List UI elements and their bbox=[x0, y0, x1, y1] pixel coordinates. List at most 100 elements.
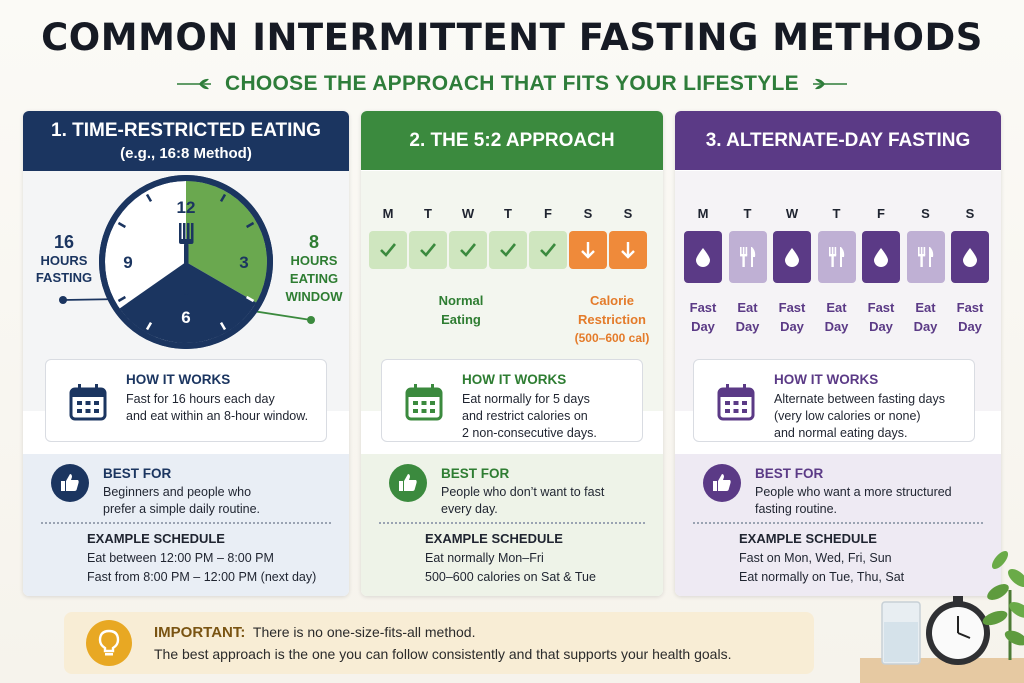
check-icon bbox=[460, 243, 477, 257]
best-for-text: Beginners and people who prefer a simple… bbox=[103, 485, 261, 516]
how-it-works-box: HOW IT WORKS Eat normally for 5 days and… bbox=[381, 359, 643, 442]
day-label: T bbox=[504, 206, 512, 221]
eat-day-box bbox=[728, 231, 767, 283]
card-header: 3. ALTERNATE-DAY FASTING bbox=[675, 111, 1001, 170]
normal-day-box bbox=[369, 231, 407, 269]
how-it-works-box: HOW IT WORKS Alternate between fasting d… bbox=[693, 359, 975, 442]
calorie-restriction-note: Calorie Restriction (500–600 cal) bbox=[557, 291, 663, 348]
thumbs-up-icon bbox=[703, 464, 741, 502]
divider bbox=[379, 522, 645, 524]
card-heading: 2. THE 5:2 APPROACH bbox=[409, 129, 615, 151]
fork-knife-icon bbox=[828, 247, 844, 267]
day-type-label: Fast Day bbox=[867, 300, 895, 334]
clock-tick bbox=[145, 193, 153, 203]
restriction-day-box bbox=[609, 231, 647, 269]
clock-tick bbox=[245, 295, 255, 303]
example-schedule-label: EXAMPLE SCHEDULE bbox=[87, 531, 225, 546]
day-type-label: Fast Day bbox=[778, 300, 806, 334]
fast-day-box bbox=[773, 231, 811, 283]
method-card-alternate-day: 3. ALTERNATE-DAY FASTING M Fast Day T Eat D… bbox=[675, 111, 1001, 596]
how-it-works-text: Alternate between fasting days (very low… bbox=[774, 392, 945, 440]
day-type-label: Eat Day bbox=[913, 300, 938, 334]
restriction-day-box bbox=[569, 231, 607, 269]
day-label: F bbox=[877, 206, 885, 221]
clock-number: 9 bbox=[123, 253, 132, 272]
card-header: 1. TIME-RESTRICTED EATING (e.g., 16:8 Me… bbox=[23, 111, 349, 171]
thumbs-up-icon bbox=[51, 464, 89, 502]
how-it-works-box: HOW IT WORKS Fast for 16 hours each day … bbox=[45, 359, 327, 442]
alarm-clock-icon bbox=[926, 596, 990, 665]
day-label: M bbox=[697, 206, 709, 221]
card-heading: 3. ALTERNATE-DAY FASTING bbox=[705, 129, 971, 151]
normal-day-box bbox=[489, 231, 527, 269]
lightbulb-icon bbox=[86, 620, 132, 666]
leaf-icon bbox=[176, 79, 211, 90]
clock-tick bbox=[219, 321, 227, 331]
calendar-icon bbox=[69, 384, 107, 421]
card-header: 2. THE 5:2 APPROACH bbox=[361, 111, 663, 170]
example-schedule-text: Eat between 12:00 PM – 8:00 PM Fast from… bbox=[87, 551, 317, 584]
clock-tick bbox=[245, 221, 255, 229]
down-arrow-icon bbox=[621, 242, 635, 259]
day-type-label: Eat Day bbox=[735, 300, 760, 334]
fasting-number: 16 bbox=[53, 232, 75, 252]
check-icon bbox=[540, 243, 557, 257]
leaf-icon bbox=[813, 79, 848, 90]
card-heading: 1. TIME-RESTRICTED EATING bbox=[51, 120, 321, 141]
thumbs-up-icon bbox=[389, 464, 427, 502]
day-label: S bbox=[965, 206, 975, 221]
divider bbox=[693, 522, 983, 524]
fasting-text: HOURS FASTING bbox=[35, 253, 93, 285]
fast-day-box bbox=[862, 231, 900, 283]
how-it-works-text: Fast for 16 hours each day and eat withi… bbox=[126, 392, 309, 423]
eating-label: 8 HOURS EATING WINDOW bbox=[279, 233, 349, 306]
fast-day-box bbox=[951, 231, 989, 283]
how-it-works-text: Eat normally for 5 days and restrict cal… bbox=[462, 392, 597, 440]
down-arrow-icon bbox=[581, 242, 595, 259]
method-card-time-restricted: 1. TIME-RESTRICTED EATING (e.g., 16:8 Me… bbox=[23, 111, 349, 596]
best-for-section: BEST FOR People who want a more structur… bbox=[675, 454, 1001, 596]
best-for-section: BEST FOR People who don’t want to fast e… bbox=[361, 454, 663, 596]
day-label: S bbox=[623, 206, 633, 221]
desk-decoration bbox=[860, 550, 1024, 683]
card-subheading: (e.g., 16:8 Method) bbox=[120, 145, 252, 162]
clock-number: 3 bbox=[239, 253, 248, 272]
best-for-text: People who want a more structured fastin… bbox=[755, 485, 952, 516]
best-for-text: People who don’t want to fast every day. bbox=[441, 485, 605, 516]
normal-day-box bbox=[529, 231, 567, 269]
clock-visual: 12 3 6 9 16 HOURS FASTING 8 HOURS EATING… bbox=[23, 171, 349, 411]
day-label: F bbox=[544, 206, 552, 221]
example-schedule-text: Fast on Mon, Wed, Fri, Sun Eat normally … bbox=[739, 551, 905, 584]
day-label: W bbox=[461, 206, 475, 221]
clock-tick bbox=[145, 321, 153, 331]
water-drop-icon bbox=[696, 248, 710, 267]
important-line-1: IMPORTANT: There is no one-size-fits-all… bbox=[154, 624, 475, 641]
eating-number: 8 bbox=[308, 232, 319, 252]
clock-tick bbox=[117, 295, 127, 303]
clock-tick bbox=[117, 221, 127, 229]
calendar-icon bbox=[717, 384, 755, 421]
fork-icon bbox=[179, 223, 194, 295]
eating-text: HOURS EATING WINDOW bbox=[285, 253, 343, 304]
how-it-works-label: HOW IT WORKS bbox=[126, 372, 231, 387]
day-label: M bbox=[382, 206, 394, 221]
clock-icon: 12 3 6 9 bbox=[59, 175, 315, 349]
day-label: T bbox=[743, 206, 752, 221]
water-glass-icon bbox=[881, 601, 921, 665]
restriction-sub: (500–600 cal) bbox=[574, 331, 650, 345]
clock-number: 12 bbox=[177, 198, 196, 217]
calendar-icon bbox=[405, 384, 443, 421]
check-icon bbox=[420, 243, 437, 257]
water-drop-icon bbox=[874, 248, 888, 267]
clock-number: 6 bbox=[181, 308, 190, 327]
normal-day-box bbox=[449, 231, 487, 269]
how-it-works-label: HOW IT WORKS bbox=[774, 372, 879, 387]
page-title: COMMON INTERMITTENT FASTING METHODS bbox=[41, 16, 983, 59]
check-icon bbox=[380, 243, 397, 257]
best-for-label: BEST FOR bbox=[103, 466, 172, 481]
important-label: IMPORTANT: bbox=[154, 624, 246, 641]
normal-eating-note: Normal Eating bbox=[438, 293, 484, 327]
eat-day-box bbox=[906, 231, 945, 283]
day-label: T bbox=[424, 206, 432, 221]
